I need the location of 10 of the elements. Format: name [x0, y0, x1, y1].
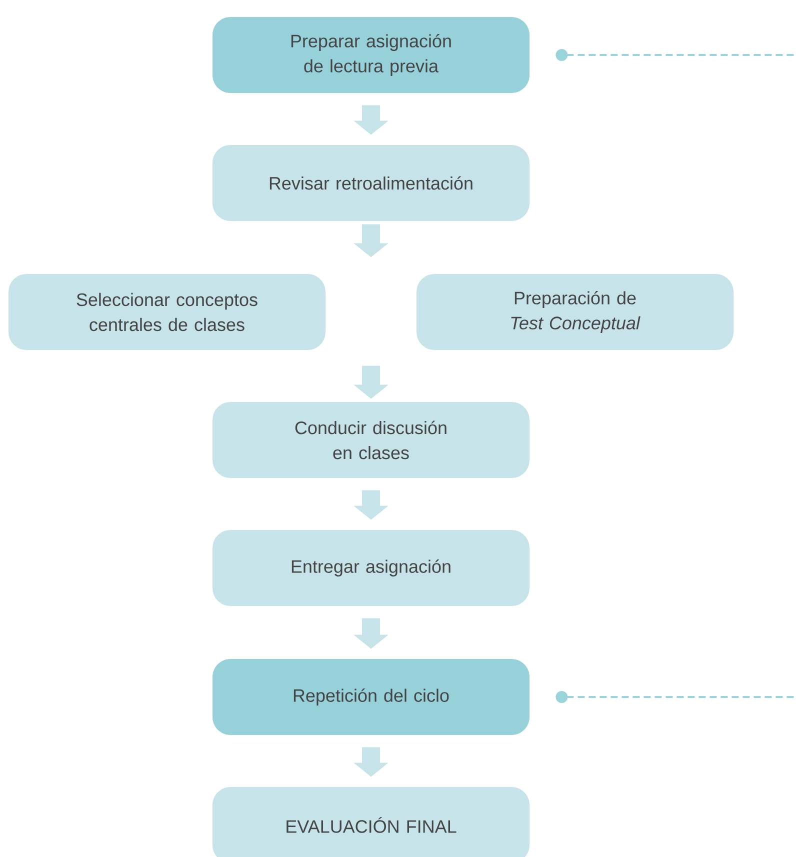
dashed-connector [556, 49, 796, 61]
process-box: Preparar asignación de lectura previa [212, 17, 530, 93]
process-box: Seleccionar conceptos centrales de clases [8, 274, 326, 350]
process-box: Entregar asignación [212, 530, 530, 606]
process-box: Preparación de Test Conceptual [416, 274, 734, 350]
process-box: Repetición del ciclo [212, 659, 530, 735]
process-box: EVALUACIÓN FINAL [212, 787, 530, 857]
process-box: Revisar retroalimentación [212, 145, 530, 221]
dashed-connector [556, 691, 796, 703]
process-box: Conducir discusión en clases [212, 402, 530, 478]
